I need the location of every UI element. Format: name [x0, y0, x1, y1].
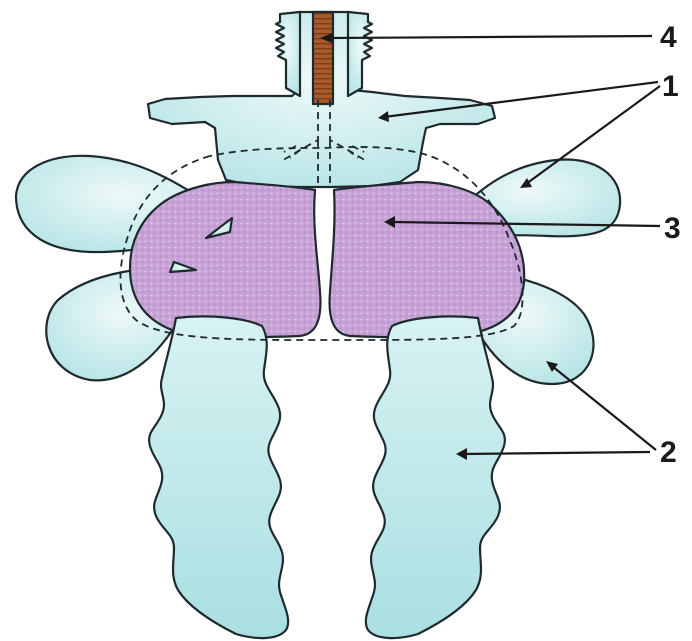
label-3: 3 — [664, 212, 681, 245]
left-abdominal-air-sac — [149, 316, 288, 638]
label-2: 2 — [660, 436, 677, 469]
right-abdominal-air-sac — [366, 316, 505, 638]
trachea — [313, 12, 333, 104]
label-4: 4 — [660, 21, 677, 54]
label-1: 1 — [662, 70, 679, 103]
left-lung — [130, 182, 320, 337]
